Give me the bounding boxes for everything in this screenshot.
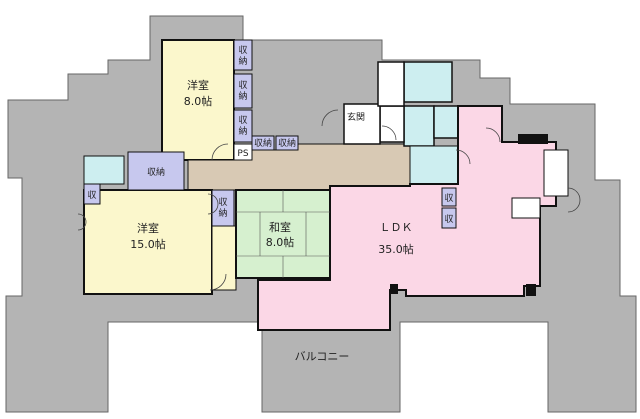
tatami-lines (236, 190, 330, 278)
kitchen-island (511, 197, 541, 219)
closet-top-2 (233, 73, 253, 109)
bathroom-top (403, 61, 453, 103)
room-label-ldk: ＬＤＫ (380, 221, 413, 234)
closet-label-ldk-2: 収 (444, 213, 453, 225)
closet-ldk-1 (441, 187, 457, 207)
area-label-western-top: 8.0帖 (184, 95, 213, 108)
room-label-balcony: バルコニー (295, 350, 350, 363)
closet-vertical-labels: 収納 収納 収納 収納 収 収 (218, 44, 453, 225)
balcony-gap-right (402, 323, 546, 413)
closet-label-top-2: 収納 (238, 79, 247, 102)
kitchen-counter (543, 149, 569, 197)
area-label-western-left: 15.0帖 (130, 238, 166, 251)
entrance-area (343, 103, 381, 145)
room-label-japanese: 和室 (269, 220, 291, 234)
door-swings (77, 109, 581, 291)
upper-storage-left (377, 61, 405, 107)
middle-hall (211, 225, 237, 291)
toilet (379, 105, 405, 143)
closet-ldk-2 (441, 207, 457, 229)
closet-label-ldk-1: 収 (444, 192, 453, 204)
closet-label-corridor-2: 収納 (278, 137, 296, 149)
closet-top-1 (233, 39, 253, 71)
closet-label-top-1: 収納 (238, 44, 247, 67)
balcony-gap-left (110, 323, 260, 413)
pillar-2 (526, 284, 536, 296)
closet-left-top (127, 151, 185, 191)
left-wet-room (83, 155, 125, 185)
closet-label-corridor-1: 収納 (254, 137, 272, 149)
closet-label-left-top: 収納 (147, 166, 165, 178)
closet-label-top-3: 収納 (238, 114, 247, 137)
closet-label-small: 収 (87, 189, 96, 201)
room-label-western-left: 洋室 (137, 221, 159, 235)
closet-top-3 (233, 109, 253, 143)
closet-label-middle: 収納 (218, 196, 227, 219)
room-label-western-top: 洋室 (187, 78, 209, 92)
room-label-entrance: 玄関 (347, 111, 365, 123)
area-label-japanese: 8.0帖 (266, 236, 295, 249)
wet-lower (409, 145, 463, 185)
pipe-space-label: PS (237, 149, 248, 159)
pillar-3 (518, 134, 548, 144)
area-label-ldk: 35.0帖 (378, 243, 414, 256)
washroom (403, 105, 435, 147)
pillar-1 (390, 284, 398, 294)
closet-middle (211, 189, 235, 227)
